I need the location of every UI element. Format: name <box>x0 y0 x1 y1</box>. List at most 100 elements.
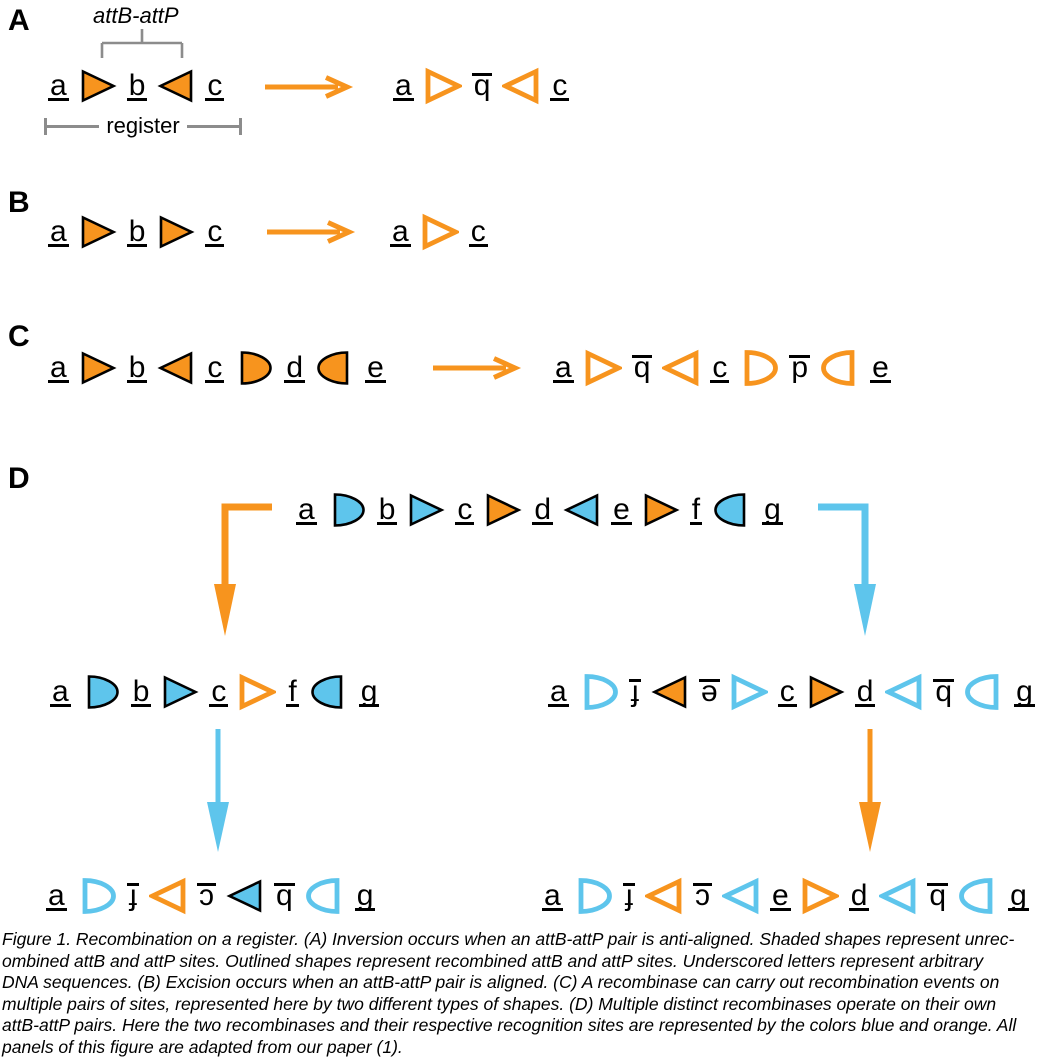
sequence-letter: b <box>126 213 148 251</box>
panel-a-label: A <box>8 4 30 37</box>
tri-right-site-icon <box>487 493 522 527</box>
sequence-letter: ɟ <box>622 877 636 915</box>
sequence-letter: ɔ <box>197 877 217 915</box>
tri-right-site-icon <box>809 675 845 709</box>
sequence-letter: g <box>354 877 376 915</box>
sequence-letter: c <box>455 491 475 529</box>
panel-a-reaction-arrow-icon <box>262 74 354 100</box>
sequence-letter: ɔ <box>693 877 713 915</box>
half-left-site-icon <box>714 493 746 527</box>
tri-right-site-icon <box>585 349 622 387</box>
register-bracket: register <box>44 115 243 137</box>
sequence-letter: a <box>50 673 71 711</box>
panel-c-reaction-arrow-icon <box>430 355 522 381</box>
sequence-letter: q <box>631 349 653 387</box>
half-left-site-icon <box>965 674 999 710</box>
sequence-letter: b <box>376 491 398 529</box>
sequence-letter: a <box>542 877 563 915</box>
tri-right-site-icon <box>644 493 680 527</box>
sequence-letter: g <box>358 673 380 711</box>
sequence-letter: d <box>854 673 876 711</box>
sequence-letter: c <box>205 349 225 387</box>
tri-right-site-icon <box>164 675 199 709</box>
half-left-site-icon <box>959 878 993 914</box>
sequence-letter: d <box>532 491 553 529</box>
tri-left-site-icon <box>226 879 262 913</box>
sequence-letter: q <box>933 673 954 711</box>
tri-left-site-icon <box>157 69 193 103</box>
sequence-letter: ɟ <box>628 673 642 711</box>
sequence-letter: c <box>205 67 225 105</box>
tri-right-site-icon <box>731 673 768 711</box>
panel-d-label: D <box>8 462 30 495</box>
sequence-letter: g <box>1014 673 1035 711</box>
sequence-letter: a <box>48 349 69 387</box>
attb-attp-bracket-icon <box>100 29 184 58</box>
half-left-site-icon <box>310 675 343 709</box>
sequence-letter: p <box>789 349 810 387</box>
half-right-site-icon <box>584 674 618 710</box>
tri-left-site-icon <box>722 877 759 915</box>
sequence-letter: b <box>126 67 148 105</box>
sequence-letter: g <box>1008 877 1029 915</box>
sequence-letter: c <box>710 349 730 387</box>
half-right-site-icon <box>87 675 119 709</box>
sequence-letter: c <box>777 673 797 711</box>
sequence-letter: e <box>611 491 632 529</box>
caption-line: ombined attB and attP sites. Outlined sh… <box>2 950 984 971</box>
sequence-letter: ɟ <box>126 877 140 915</box>
sequence-letter: d <box>284 349 305 387</box>
half-left-site-icon <box>821 350 855 386</box>
tri-left-site-icon <box>149 877 186 915</box>
tri-right-site-icon <box>802 877 839 915</box>
tri-left-site-icon <box>563 493 599 527</box>
sequence-letter: a <box>553 349 574 387</box>
sequence-letter: e <box>365 349 386 387</box>
tri-right-site-icon <box>160 215 195 249</box>
tri-left-site-icon <box>651 675 687 709</box>
panel-d-orange-elbow-arrow-icon <box>210 500 274 640</box>
sequence-letter: q <box>274 877 295 915</box>
tri-right-site-icon <box>81 215 117 249</box>
attb-attp-label: attB-attP <box>93 3 179 28</box>
sequence-letter: q <box>927 877 948 915</box>
tri-left-site-icon <box>662 349 699 387</box>
panel-d-orange-down-arrow-icon <box>858 727 882 855</box>
caption-line: Figure 1. Recombination on a register. (… <box>2 929 1015 949</box>
sequence-letter: f <box>286 673 300 711</box>
sequence-letter: g <box>762 491 783 529</box>
caption-line: multiple pairs of sites, represented her… <box>2 993 997 1014</box>
panel-d-blue-elbow-arrow-icon <box>818 500 880 640</box>
sequence-letter: b <box>126 349 148 387</box>
panel-b-before-sequence: a b c <box>48 212 225 252</box>
half-left-site-icon <box>317 351 349 385</box>
half-right-site-icon <box>82 878 116 914</box>
tri-right-site-icon <box>81 351 117 385</box>
half-right-site-icon <box>241 351 273 385</box>
sequence-letter: c <box>205 213 225 251</box>
tri-right-site-icon <box>81 69 117 103</box>
panel-c-before-sequence: a b c d e <box>48 348 386 388</box>
sequence-letter: e <box>870 349 891 387</box>
panel-c-label: C <box>8 320 30 353</box>
sequence-letter: e <box>770 877 791 915</box>
sequence-letter: a <box>548 673 569 711</box>
sequence-letter: a <box>48 213 69 251</box>
sequence-letter: c <box>468 213 488 251</box>
register-bracket-left-tick-icon <box>44 117 47 135</box>
sequence-letter: a <box>296 491 317 529</box>
panel-b-label: B <box>8 186 30 219</box>
register-bracket-line-icon <box>47 124 100 128</box>
tri-left-site-icon <box>885 673 922 711</box>
tri-left-site-icon <box>645 877 682 915</box>
sequence-letter: d <box>848 877 870 915</box>
half-right-site-icon <box>578 878 612 914</box>
